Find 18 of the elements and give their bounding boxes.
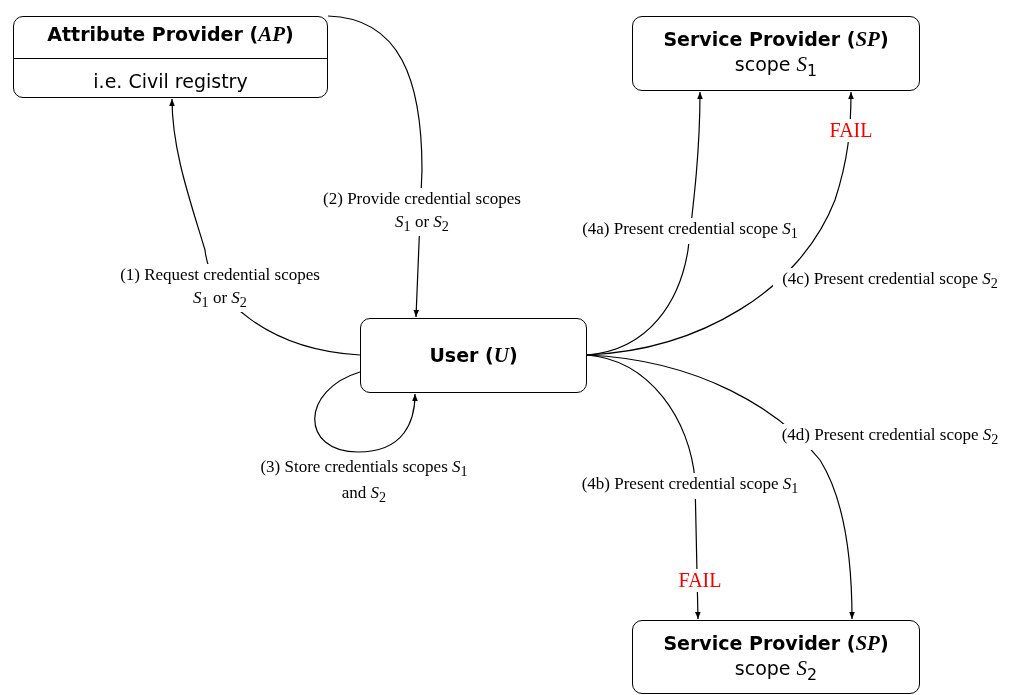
node-subtitle: scope S$_{2}$	[734, 655, 818, 684]
edge-label: (1) Request credential scopes S$_{1}$ or S$_{2}$	[118, 264, 322, 313]
edge-label: (2) Provide credential scopes S$_{1}$ or S$_{2}$	[320, 188, 524, 237]
arrow	[314, 371, 418, 453]
node-title: Service Provider (SP)	[663, 630, 889, 656]
rounded-box	[360, 318, 587, 393]
status-label: FAIL	[827, 118, 875, 142]
rounded-box	[632, 16, 920, 91]
node-title: Service Provider (SP)	[663, 27, 889, 53]
node-subtitle: scope S$_{1}$	[734, 52, 818, 80]
node-subtitle: i.e. Civil registry	[93, 69, 248, 92]
arrow	[586, 91, 854, 356]
node-title: User (U)	[429, 343, 518, 368]
rounded-box	[13, 16, 328, 98]
status-label: FAIL	[676, 568, 724, 592]
arrow	[586, 354, 855, 620]
rounded-box	[632, 620, 920, 694]
node-title: Attribute Provider (AP)	[47, 22, 294, 48]
